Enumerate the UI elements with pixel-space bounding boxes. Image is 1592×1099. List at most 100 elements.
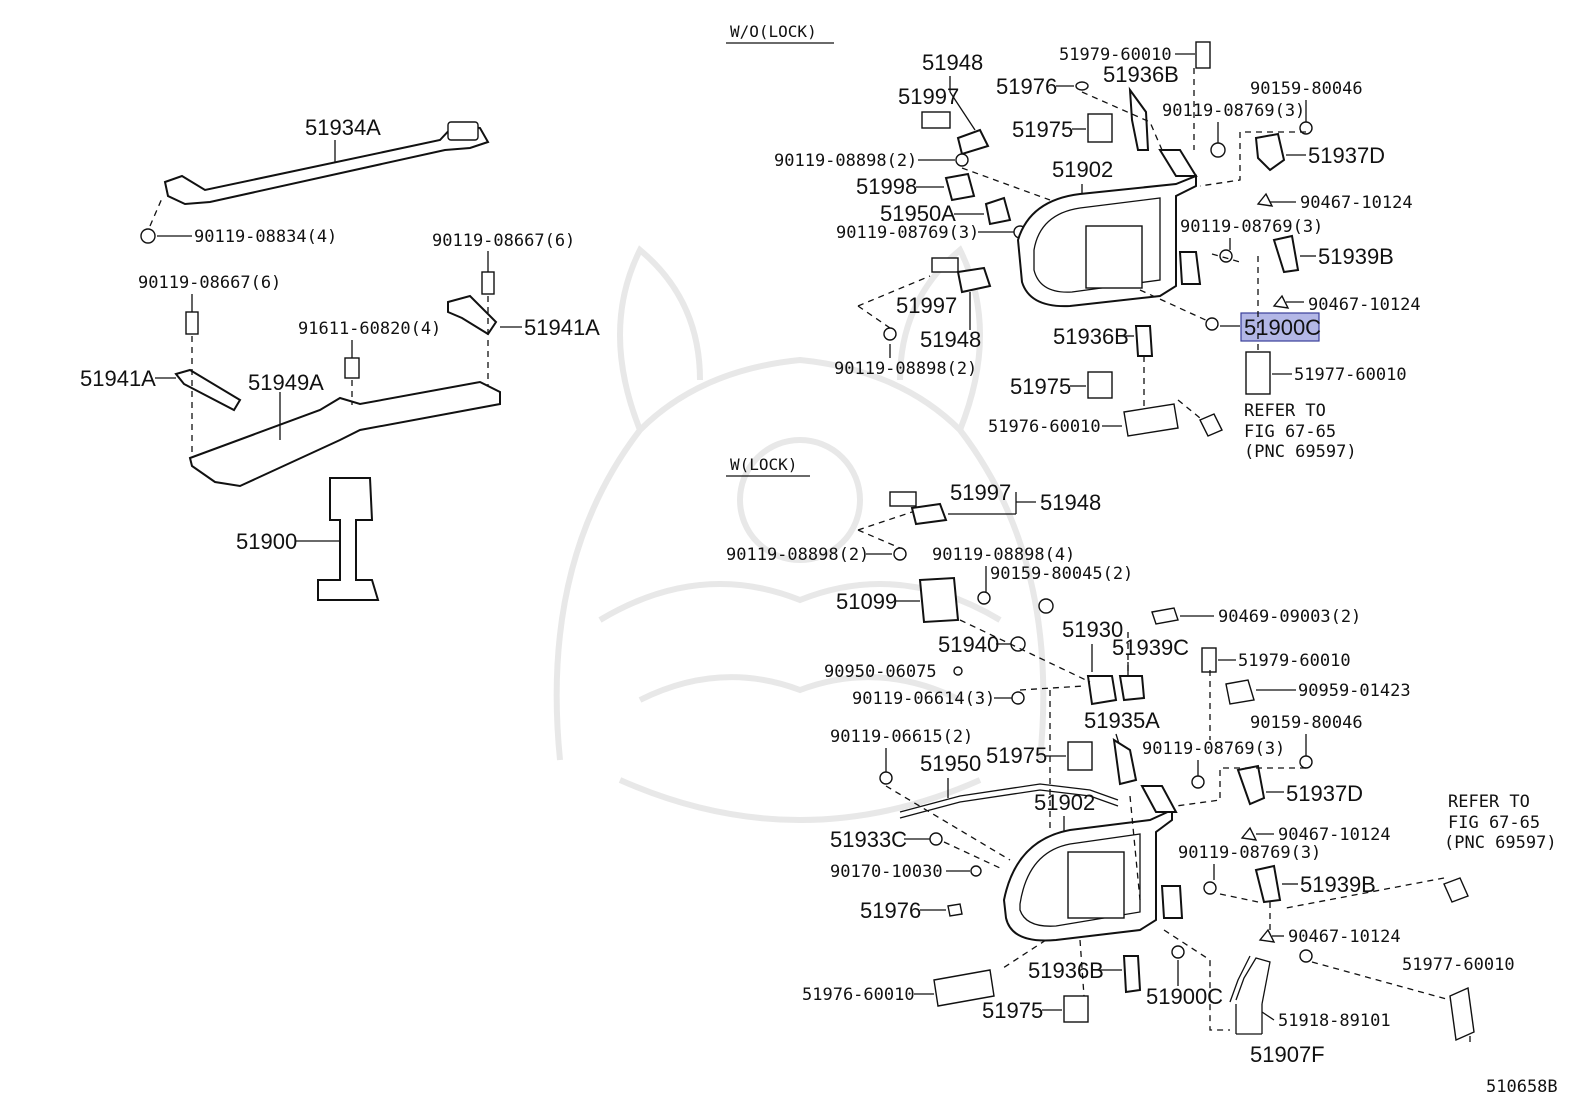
- highlight-51900C[interactable]: [1240, 312, 1320, 342]
- top-assembly-without-lock: W/O(LOCK) 51979-60010 51948 51997 51976 …: [726, 22, 1421, 462]
- lock-51939C: [1118, 675, 1146, 702]
- pad-51976-60010-top: [1123, 403, 1179, 437]
- pad-51976-60010-bottom: [933, 969, 995, 1007]
- bolt-90119-08769-c: [1219, 249, 1233, 263]
- bracket-51937D-top: [1254, 132, 1286, 172]
- bolt-90119-08769-a: [1210, 142, 1226, 158]
- section-title-without-lock: W/O(LOCK): [730, 22, 817, 41]
- label-51977-60010-bottom: 51977-60010: [1402, 955, 1515, 975]
- label-90159-80046-top: 90159-80046: [1250, 79, 1363, 99]
- pad-51977-60010-top: [1245, 351, 1271, 395]
- bracket-51936B-b: [1134, 325, 1154, 357]
- pad-51975-d: [1063, 995, 1089, 1023]
- label-51977-60010-top: 51977-60010: [1294, 365, 1407, 385]
- bracket-51936B-a: [1128, 86, 1150, 151]
- dash-line: [959, 619, 1091, 683]
- bolt-90119-08667-right: [481, 271, 495, 295]
- nut-91611-60820: [344, 357, 360, 379]
- pad-51977-60010-bottom: [1449, 986, 1475, 1042]
- label-51939C: 51939C: [1112, 635, 1189, 660]
- bracket-51936B-bottom: [1122, 955, 1142, 994]
- bolt-90119-08769-e: [1203, 881, 1217, 895]
- label-90119-08898-d: 90119-08898(4): [932, 545, 1075, 565]
- dash-line: [1139, 289, 1211, 323]
- bracket-51935A: [1112, 738, 1138, 786]
- label-51950A: 51950A: [880, 201, 956, 226]
- dash-line: [857, 511, 913, 531]
- bolt-90119-06614: [1011, 691, 1025, 705]
- dash-line: [1285, 877, 1445, 909]
- label-51976-60010-bottom: 51976-60010: [802, 985, 915, 1005]
- label-51902-top: 51902: [1052, 157, 1113, 182]
- label-51900C-top[interactable]: 51900C: [1244, 315, 1321, 340]
- label-51935A: 51935A: [1084, 708, 1160, 733]
- bolt-90119-08898-a: [955, 153, 969, 167]
- hinge-51950A: [984, 196, 1012, 226]
- label-51937D-top: 51937D: [1308, 143, 1385, 168]
- frame-51902-bottom-inner: [1019, 833, 1141, 927]
- bolt-90119-08834: [140, 228, 156, 244]
- label-51918-89101: 51918-89101: [1278, 1011, 1391, 1031]
- clip-90467-10124-d: [1258, 928, 1276, 943]
- pad-51975-c: [1067, 741, 1093, 771]
- link-ref-bottom: [1443, 877, 1469, 903]
- rod-51907F-b: [1229, 955, 1251, 1003]
- leader: [1261, 1011, 1275, 1021]
- bolt-90119-08769-d: [1191, 775, 1205, 789]
- refer-note-top-line3: (PNC 69597): [1244, 442, 1357, 462]
- frame-51902-top-tab: [1178, 251, 1202, 285]
- label-51948-b: 51948: [920, 327, 981, 352]
- refer-note-bottom-line2: FIG 67-65: [1448, 813, 1540, 833]
- dash-line: [1311, 961, 1451, 1001]
- plug-51976: [1075, 81, 1089, 91]
- crossmember-51949A: [188, 380, 501, 488]
- hinge-51948-a: [956, 128, 990, 156]
- refer-note-top-line1: REFER TO: [1244, 401, 1326, 421]
- rod-51950: [899, 783, 1119, 813]
- dash-line: [857, 275, 931, 307]
- bracket-51941A-left: [174, 368, 242, 412]
- label-90119-08667-left: 90119-08667(6): [138, 273, 281, 293]
- frame-51902-top-plate: [1085, 225, 1143, 289]
- label-51902-bottom: 51902: [1034, 790, 1095, 815]
- hinge-51099: [918, 576, 960, 624]
- label-90119-08898-c: 90119-08898(2): [726, 545, 869, 565]
- clip-90950-06075: [953, 666, 963, 676]
- lock-51930: [1086, 675, 1118, 706]
- label-51941A-right: 51941A: [524, 315, 600, 340]
- screw-90159-80046: [1299, 121, 1313, 135]
- label-51998: 51998: [856, 174, 917, 199]
- label-51975-a: 51975: [1012, 117, 1073, 142]
- dash-line: [961, 167, 1051, 201]
- label-51933C: 51933C: [830, 827, 907, 852]
- label-51937D-bottom: 51937D: [1286, 781, 1363, 806]
- pad-51997-b: [931, 257, 959, 273]
- pad-51975-b: [1087, 371, 1113, 399]
- cylinder-90959-01423: [1225, 679, 1255, 705]
- label-90467-10124-a: 90467-10124: [1300, 193, 1413, 213]
- label-51997-b: 51997: [896, 293, 957, 318]
- label-51936B-a: 51936B: [1103, 62, 1179, 87]
- pad-51975-a: [1087, 113, 1113, 143]
- label-51934A: 51934A: [305, 115, 381, 140]
- dash-line: [943, 841, 1001, 869]
- label-90119-08769-c: 90119-08769(3): [1180, 217, 1323, 237]
- plug-51976-bottom: [947, 903, 963, 917]
- hinge-51948-bottom: [910, 502, 948, 526]
- pad-51997-bottom: [889, 491, 917, 507]
- bracket-51939B-top: [1272, 234, 1300, 274]
- left-assembly: 51934A 90119-08834(4) 90119-08667(6) 901…: [80, 115, 600, 601]
- frame-51902-top-hook: [1158, 149, 1198, 177]
- label-90119-08769-e: 90119-08769(3): [1178, 843, 1321, 863]
- label-90119-08834: 90119-08834(4): [194, 227, 337, 247]
- label-51979-60010-bottom: 51979-60010: [1238, 651, 1351, 671]
- washer-51940: [1010, 636, 1026, 652]
- section-title-with-lock: W(LOCK): [730, 455, 797, 474]
- label-51936B-bottom: 51936B: [1028, 958, 1104, 983]
- label-51941A-left: 51941A: [80, 366, 156, 391]
- label-51997-bottom: 51997: [950, 480, 1011, 505]
- label-51940: 51940: [938, 632, 999, 657]
- label-90119-08769-b: 90119-08769(3): [836, 223, 979, 243]
- label-91611-60820: 91611-60820(4): [298, 319, 441, 339]
- rod-51950-b: [899, 789, 1119, 819]
